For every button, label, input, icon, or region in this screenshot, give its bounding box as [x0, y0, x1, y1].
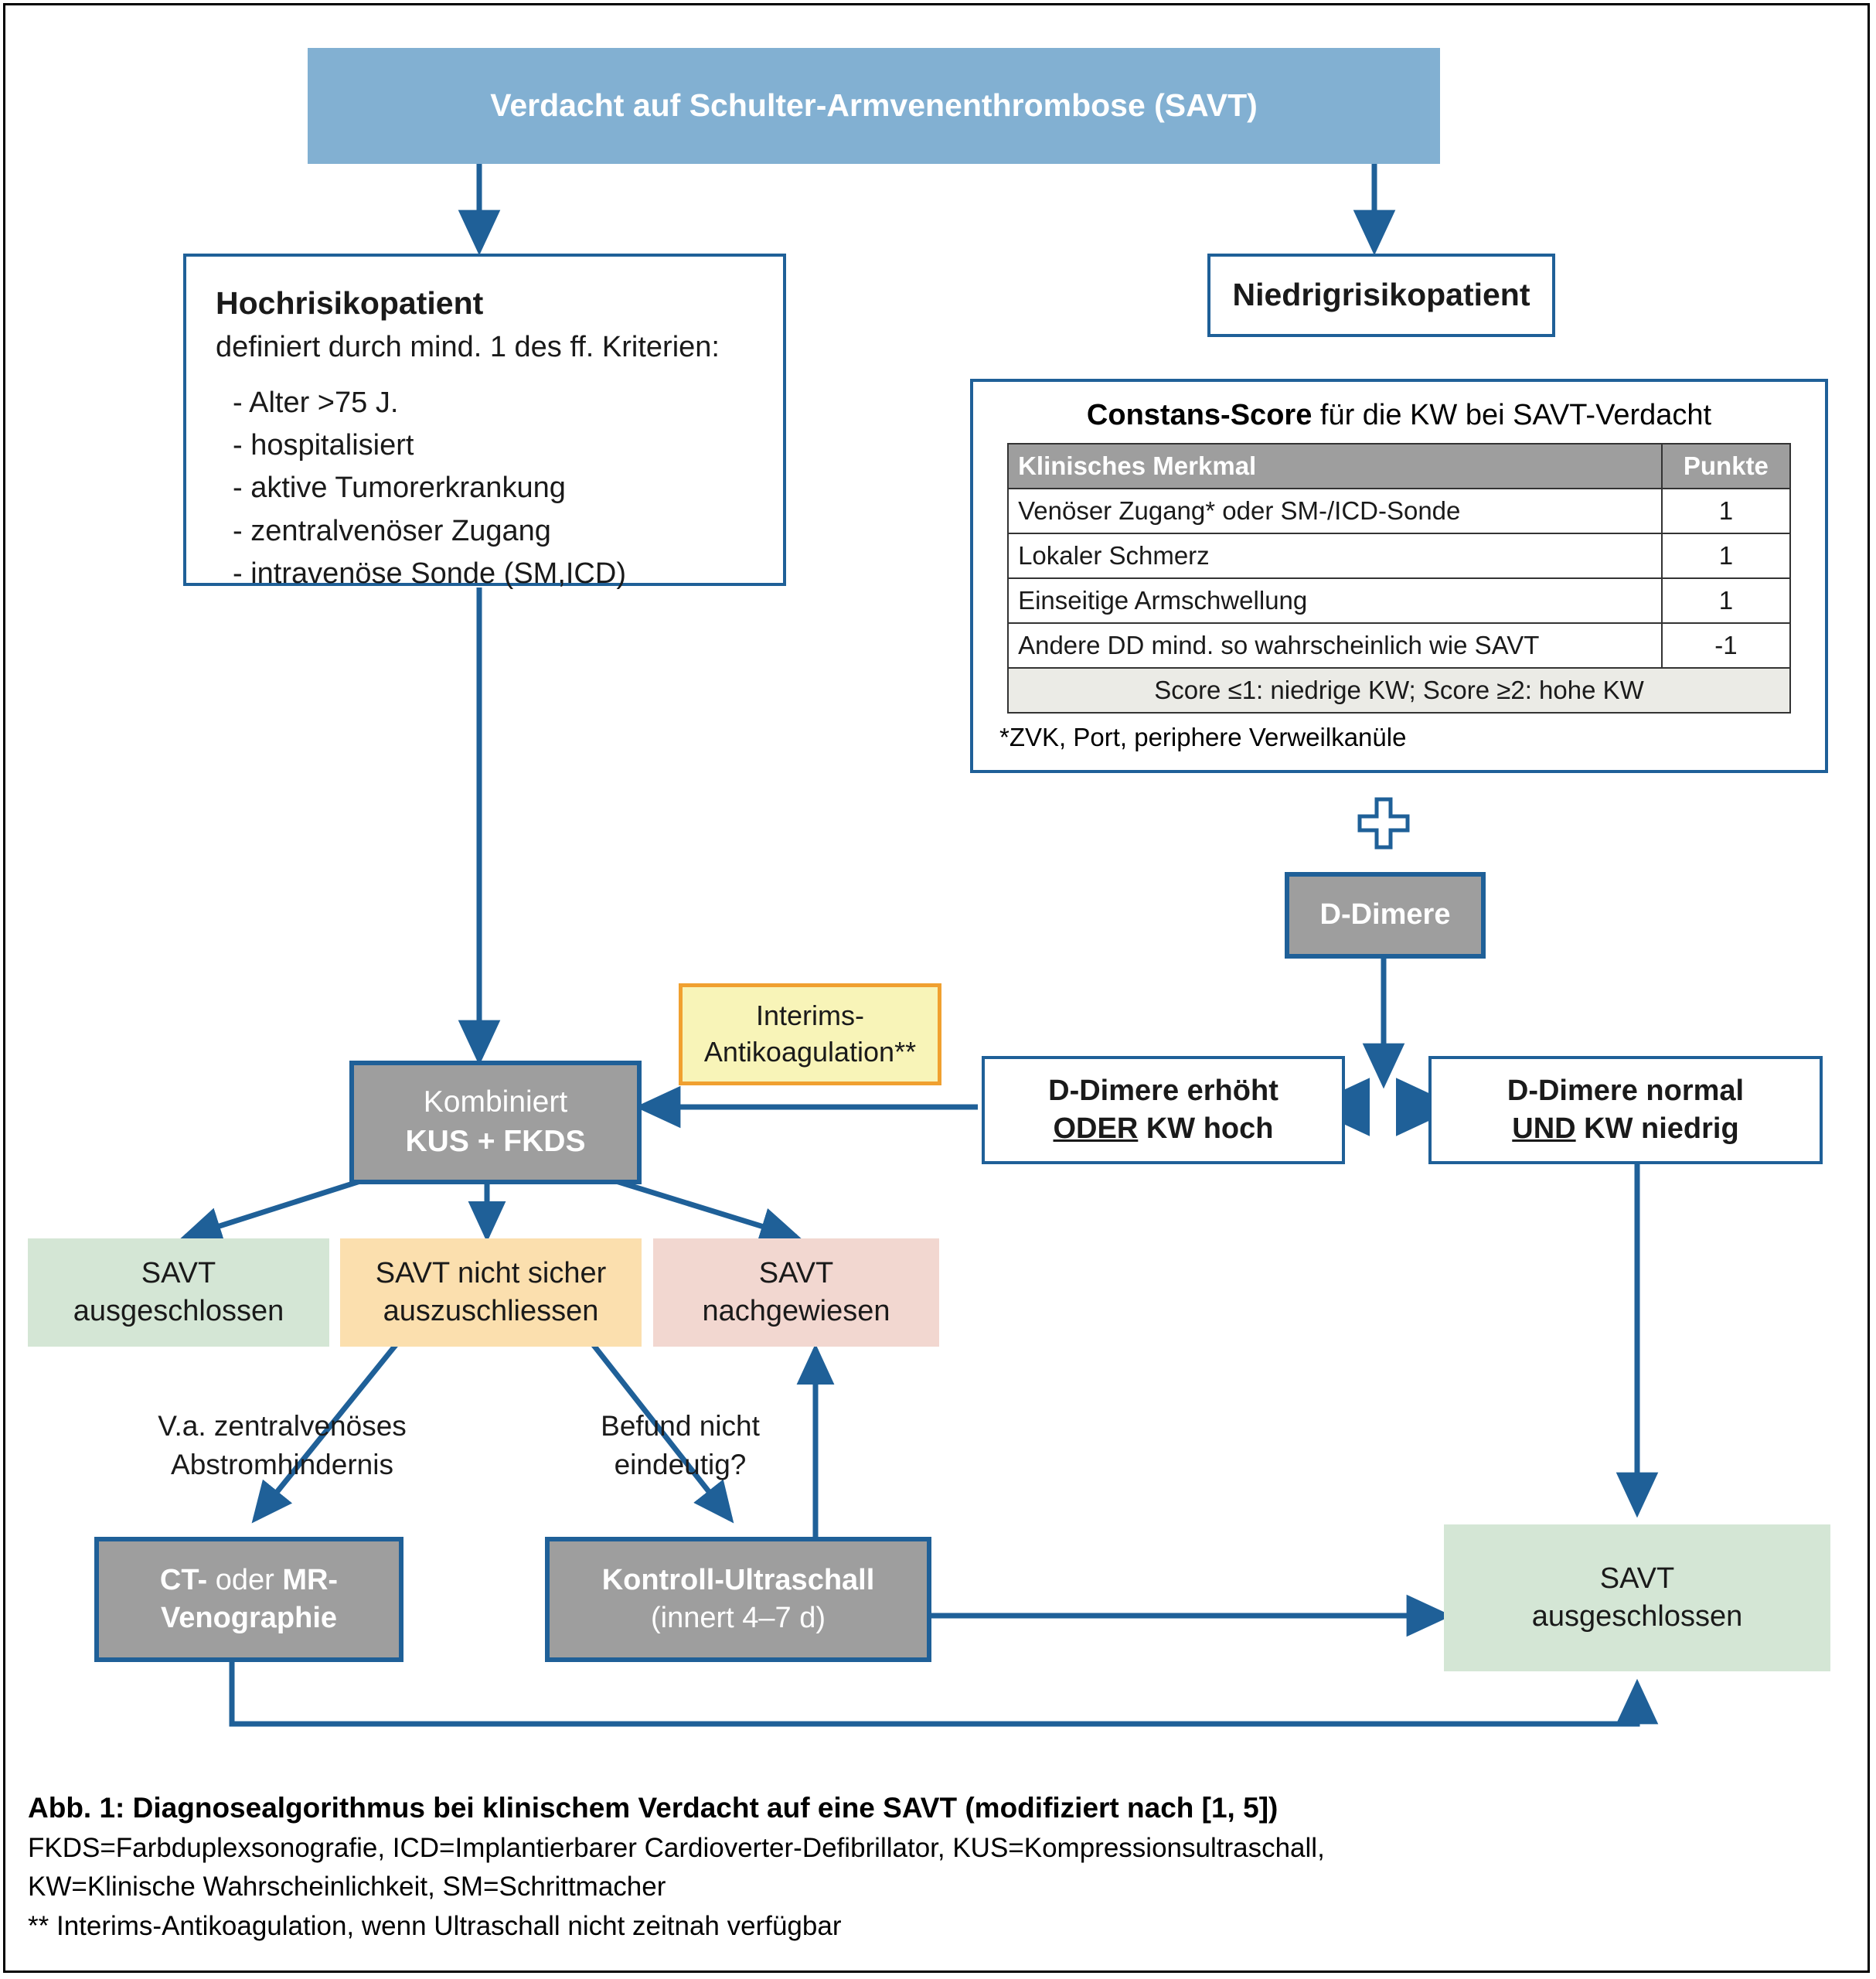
high-risk-box: Hochrisikopatient definiert durch mind. … — [183, 254, 786, 590]
caption-line1: Abb. 1: Diagnosealgorithmus bei klinisch… — [28, 1792, 1278, 1824]
annotation-unclear-finding: Befund nicht eindeutig? — [541, 1407, 819, 1484]
table-header-row: Klinisches Merkmal Punkte — [1007, 443, 1791, 489]
criterion-item: - aktive Tumorerkrankung — [233, 472, 566, 505]
outcome-line1: SAVT — [758, 1256, 834, 1289]
d-dimere-normal-line1: D-Dimere normal — [1507, 1074, 1745, 1107]
oder-rest: KW hoch — [1138, 1112, 1274, 1145]
outcome-line2: auszuschliessen — [383, 1295, 599, 1327]
outcome-savt-confirmed-box: SAVT nachgewiesen — [653, 1238, 939, 1347]
annotation-line1: V.a. zentralvenöses — [158, 1410, 407, 1442]
und-underline: UND — [1512, 1112, 1576, 1145]
plus-sign-icon — [1357, 797, 1410, 850]
outcome-line1: SAVT nicht sicher — [375, 1256, 607, 1289]
d-dimere-normal-box: D-Dimere normal UND KW niedrig — [1428, 1056, 1823, 1164]
interims-line1: Interims- — [755, 1000, 864, 1032]
ct-mr-line1: CT- oder MR- — [160, 1562, 338, 1599]
outcome-savt-excluded-box: SAVT ausgeschlossen — [28, 1238, 329, 1347]
final-line1: SAVT — [1599, 1562, 1675, 1595]
col-merkmal: Klinisches Merkmal — [1007, 443, 1663, 489]
d-dimere-normal-line2: UND KW niedrig — [1512, 1110, 1738, 1148]
cell-merkmal: Lokaler Schmerz — [1007, 533, 1663, 579]
interims-antikoagulation-box: Interims- Antikoagulation** — [679, 983, 941, 1085]
table-footer-row: Score ≤1: niedrige KW; Score ≥2: hohe KW — [1007, 667, 1791, 714]
title-label: Verdacht auf Schulter-Armvenenthrombose … — [490, 87, 1258, 124]
cell-merkmal: Andere DD mind. so wahrscheinlich wie SA… — [1007, 622, 1663, 669]
caption-line2: FKDS=Farbduplexsonografie, ICD=Implantie… — [28, 1832, 1325, 1863]
caption-line4: ** Interims-Antikoagulation, wenn Ultras… — [28, 1911, 842, 1942]
cell-merkmal: Einseitige Armschwellung — [1007, 577, 1663, 624]
annotation-line2: eindeutig? — [614, 1448, 747, 1480]
score-caption-rest: für die KW bei SAVT-Verdacht — [1312, 399, 1712, 431]
cell-punkte: -1 — [1660, 622, 1791, 669]
ct-mr-venography-box: CT- oder MR- Venographie — [94, 1537, 403, 1662]
high-risk-subheading: definiert durch mind. 1 des ff. Kriterie… — [216, 331, 720, 364]
caption-line3: KW=Klinische Wahrscheinlichkeit, SM=Schr… — [28, 1872, 666, 1902]
cell-punkte: 1 — [1660, 488, 1791, 534]
criterion-item: - Alter >75 J. — [233, 386, 399, 419]
criterion-item: - zentralvenöser Zugang — [233, 514, 551, 547]
final-line2: ausgeschlossen — [1531, 1600, 1743, 1633]
ct-bold: CT- — [159, 1563, 208, 1596]
figure-border — [3, 3, 1870, 1973]
annotation-line1: Befund nicht — [601, 1410, 760, 1442]
cell-merkmal: Venöser Zugang* oder SM-/ICD-Sonde — [1007, 488, 1663, 534]
title-box: Verdacht auf Schulter-Armvenenthrombose … — [308, 48, 1440, 164]
final-savt-excluded-box: SAVT ausgeschlossen — [1444, 1524, 1830, 1671]
control-us-line1: Kontroll-Ultraschall — [601, 1563, 875, 1596]
low-risk-label: Niedrigrisikopatient — [1232, 277, 1530, 313]
table-row: Lokaler Schmerz 1 — [1007, 533, 1791, 579]
d-dimere-box: D-Dimere — [1285, 872, 1486, 959]
outcome-line2: ausgeschlossen — [73, 1295, 284, 1327]
oder-underline: ODER — [1053, 1112, 1139, 1145]
outcome-line2: nachgewiesen — [702, 1295, 890, 1327]
outcome-savt-uncertain-box: SAVT nicht sicher auszuschliessen — [340, 1238, 642, 1347]
combined-kus-fkds-box: Kombiniert KUS + FKDS — [349, 1061, 642, 1184]
high-risk-heading: Hochrisikopatient — [216, 285, 484, 321]
d-dimere-high-line1: D-Dimere erhöht — [1048, 1074, 1278, 1107]
table-row: Andere DD mind. so wahrscheinlich wie SA… — [1007, 622, 1791, 669]
figure-caption: Abb. 1: Diagnosealgorithmus bei klinisch… — [28, 1787, 1829, 1947]
constans-score-panel: Constans-Score für die KW bei SAVT-Verda… — [970, 379, 1828, 773]
score-interpretation: Score ≤1: niedrige KW; Score ≥2: hohe KW — [1007, 667, 1791, 714]
cell-punkte: 1 — [1660, 577, 1791, 624]
table-row: Venöser Zugang* oder SM-/ICD-Sonde 1 — [1007, 488, 1791, 534]
score-footnote: *ZVK, Port, periphere Verweilkanüle — [999, 723, 1407, 751]
d-dimere-label: D-Dimere — [1319, 898, 1451, 932]
cell-punkte: 1 — [1660, 533, 1791, 579]
ct-mr-regular: oder — [207, 1563, 283, 1596]
interims-line2: Antikoagulation** — [703, 1036, 917, 1068]
combined-line2: KUS + FKDS — [405, 1125, 586, 1158]
criterion-item: - hospitalisiert — [233, 429, 414, 462]
score-caption-bold: Constans-Score — [1086, 399, 1313, 431]
ct-mr-line2: Venographie — [160, 1602, 338, 1634]
col-punkte: Punkte — [1660, 443, 1791, 489]
table-row: Einseitige Armschwellung 1 — [1007, 577, 1791, 624]
score-caption: Constans-Score für die KW bei SAVT-Verda… — [973, 399, 1825, 432]
outcome-line1: SAVT — [141, 1256, 216, 1289]
und-rest: KW niedrig — [1575, 1112, 1739, 1145]
annotation-line2: Abstromhindernis — [171, 1448, 393, 1480]
d-dimere-high-line2: ODER KW hoch — [1054, 1110, 1274, 1148]
control-us-line2: (innert 4–7 d) — [650, 1602, 826, 1634]
low-risk-box: Niedrigrisikopatient — [1207, 254, 1555, 337]
criterion-item: - intravenöse Sonde (SM,ICD) — [233, 557, 626, 591]
annotation-central-venous: V.a. zentralvenöses Abstromhindernis — [116, 1407, 448, 1484]
d-dimere-high-box: D-Dimere erhöht ODER KW hoch — [982, 1056, 1345, 1164]
control-ultrasound-box: Kontroll-Ultraschall (innert 4–7 d) — [545, 1537, 931, 1662]
combined-line1: Kombiniert — [423, 1085, 568, 1119]
mr-bold: MR- — [282, 1563, 339, 1596]
score-table: Klinisches Merkmal Punkte Venöser Zugang… — [1007, 443, 1791, 714]
